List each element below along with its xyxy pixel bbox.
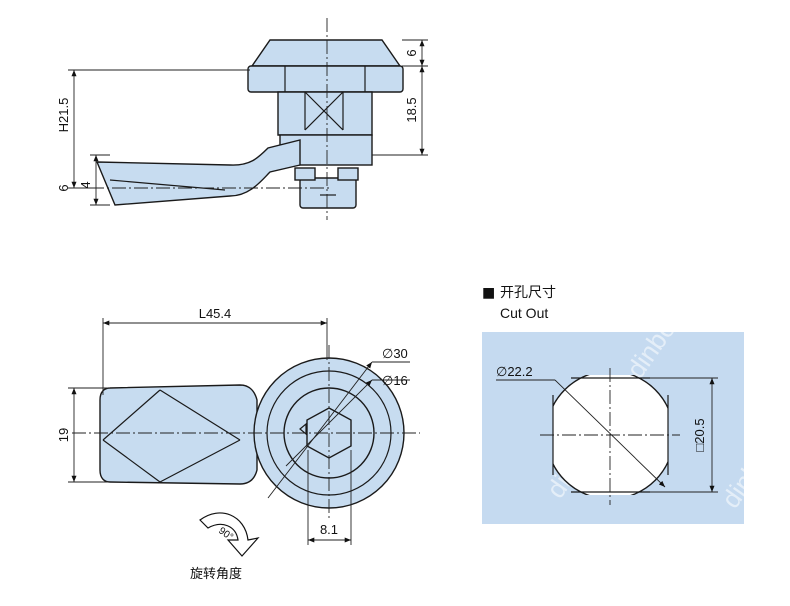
cutout-title: 开孔尺寸 xyxy=(500,285,556,301)
dim-width: 19 xyxy=(56,428,71,442)
rotation-arrow-icon xyxy=(199,512,260,557)
front-view: L45.4 19 ∅30 ∅16 8.1 90° 旋转角度 xyxy=(56,306,420,582)
lock-body xyxy=(277,91,373,136)
side-view: 6 18.5 H21.5 6 4 xyxy=(56,18,428,220)
dim-inner-diameter: ∅16 xyxy=(382,373,408,388)
front-tongue xyxy=(99,384,258,485)
lock-cap xyxy=(250,39,402,67)
cutout-flat-dim: □20.5 xyxy=(692,418,707,451)
dim-body-height: 18.5 xyxy=(404,97,419,122)
dim-tongue-outer: 6 xyxy=(56,184,71,191)
rotation-caption: 旋转角度 xyxy=(190,566,242,582)
cutout-title-marker: ■ xyxy=(482,285,495,301)
dim-outer-diameter: ∅30 xyxy=(382,346,408,361)
dim-cap-height: 6 xyxy=(404,49,419,56)
dim-total-height: H21.5 xyxy=(56,98,71,133)
cutout-diameter: ∅22.2 xyxy=(496,364,533,379)
cam-screw xyxy=(299,177,357,209)
dim-key-width: 8.1 xyxy=(320,522,338,537)
hex-nut xyxy=(247,65,404,93)
dim-tongue-inner: 4 xyxy=(78,181,93,188)
tongue-arm xyxy=(95,139,301,206)
cutout-section: ■ 开孔尺寸 Cut Out dinbo dinbo dinbo ∅22.2 □… xyxy=(482,285,776,524)
dim-length: L45.4 xyxy=(199,306,232,321)
cutout-subtitle: Cut Out xyxy=(500,305,548,321)
